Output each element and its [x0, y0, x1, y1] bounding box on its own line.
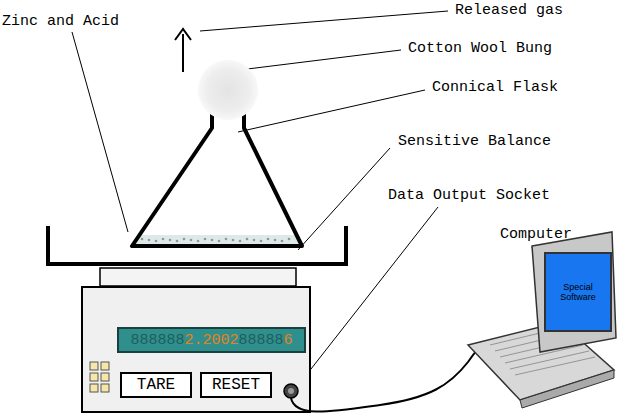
reset-button: RESET [200, 372, 272, 398]
bubble [155, 240, 158, 243]
part-label: Data Output Socket [388, 187, 550, 205]
node-text: TARE [137, 376, 175, 394]
digital-display: 8888882.2002888886 [117, 327, 306, 353]
bubbles [141, 238, 291, 243]
gas-arrow [182, 34, 184, 72]
node-text: 6 [284, 332, 293, 349]
bubble [281, 240, 284, 243]
balance-pan [48, 226, 346, 264]
bubble [246, 238, 249, 241]
leader-line [300, 207, 438, 383]
key [101, 384, 109, 392]
bubble [274, 239, 277, 242]
laptop-screen: Special Software [544, 252, 612, 332]
node-text: 88888 [239, 332, 284, 349]
socket-pin [288, 388, 294, 394]
bubble [141, 238, 144, 241]
node-text: Special Software [546, 282, 610, 302]
part-label: Cotton Wool Bung [408, 40, 552, 58]
bubble [148, 239, 151, 242]
bubble [267, 238, 270, 241]
leader-line [200, 11, 448, 31]
bubble [183, 238, 186, 241]
key [90, 384, 98, 392]
conical-flask [132, 98, 302, 246]
part-label: Connical Flask [432, 79, 558, 97]
bubble [211, 239, 214, 242]
part-label: Zinc and Acid [2, 13, 119, 31]
pan-support [100, 268, 296, 286]
gas-arrow-head [175, 29, 191, 40]
key [101, 373, 109, 381]
node-text: RESET [212, 376, 260, 394]
part-label: Computer [500, 226, 572, 244]
bubble [197, 240, 200, 243]
bubble [169, 239, 172, 242]
keypad [90, 362, 109, 392]
tare-button: TARE [120, 372, 192, 398]
bubble [190, 239, 193, 242]
key [90, 362, 98, 370]
key-row [515, 357, 595, 375]
bubble [232, 239, 235, 242]
part-label: Sensitive Balance [398, 133, 551, 151]
bubble [218, 240, 221, 243]
leader-line [72, 32, 128, 232]
cable [291, 342, 488, 412]
bubble [204, 238, 207, 241]
bubble [176, 240, 179, 243]
bubble [239, 240, 242, 243]
leader-line [238, 90, 425, 132]
key [90, 373, 98, 381]
node-text: 888888 [130, 332, 184, 349]
bubble [225, 238, 228, 241]
key-row [510, 351, 589, 369]
laptop-lid [532, 232, 616, 352]
laptop-edge [520, 370, 614, 408]
bubble [253, 239, 256, 242]
part-label: Released gas [455, 2, 563, 20]
balance-body [82, 287, 310, 412]
key [101, 362, 109, 370]
bubble [260, 240, 263, 243]
data-socket [284, 384, 298, 398]
cotton-wool-bung [198, 60, 258, 120]
bubble [288, 238, 291, 241]
bubble [162, 238, 165, 241]
node-text: 2.2002 [184, 332, 238, 349]
